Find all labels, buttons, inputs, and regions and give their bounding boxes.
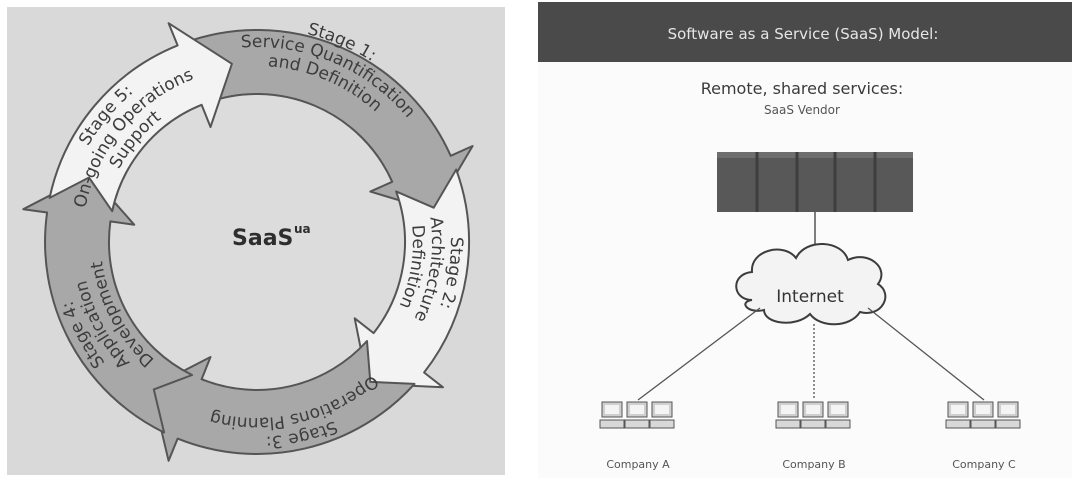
- computer-icon: [970, 401, 996, 429]
- computer-icon: [945, 401, 971, 429]
- companies: [599, 401, 1021, 429]
- stage-5-arrow: [48, 22, 233, 213]
- server-rack: [717, 152, 913, 212]
- internet-cloud: [735, 243, 887, 326]
- computer-icon: [995, 401, 1021, 429]
- vendor-label: SaaS Vendor: [764, 103, 840, 117]
- stage-arrows: [22, 22, 474, 462]
- saas-model-diagram: Software as a Service (SaaS) Model: Remo…: [538, 2, 1072, 478]
- link-company-c: [867, 307, 985, 401]
- computer-icon: [624, 401, 650, 429]
- company-a-label: Company A: [606, 458, 670, 471]
- subtitle: Remote, shared services:: [701, 79, 904, 98]
- inner-disc: [109, 94, 405, 390]
- header-title: Software as a Service (SaaS) Model:: [668, 25, 939, 43]
- header-bar: [538, 2, 1072, 62]
- company-c-label: Company C: [952, 458, 1016, 471]
- center-superscript: ua: [294, 222, 311, 236]
- computer-icon: [775, 401, 801, 429]
- stage-1-arrow: [183, 29, 474, 212]
- center-label: SaaS: [232, 226, 293, 251]
- link-company-a: [637, 307, 761, 401]
- server-body: [717, 152, 913, 212]
- computer-icon: [599, 401, 625, 429]
- computer-icon: [825, 401, 851, 429]
- saas-model-svg: Software as a Service (SaaS) Model: Remo…: [538, 2, 1072, 471]
- cloud-shape: [735, 243, 887, 326]
- computer-icon: [649, 401, 675, 429]
- server-top: [717, 152, 913, 158]
- company-b-label: Company B: [782, 458, 845, 471]
- stage-3-arrow: [150, 340, 416, 462]
- cloud-label: Internet: [776, 287, 844, 307]
- computer-icon: [800, 401, 826, 429]
